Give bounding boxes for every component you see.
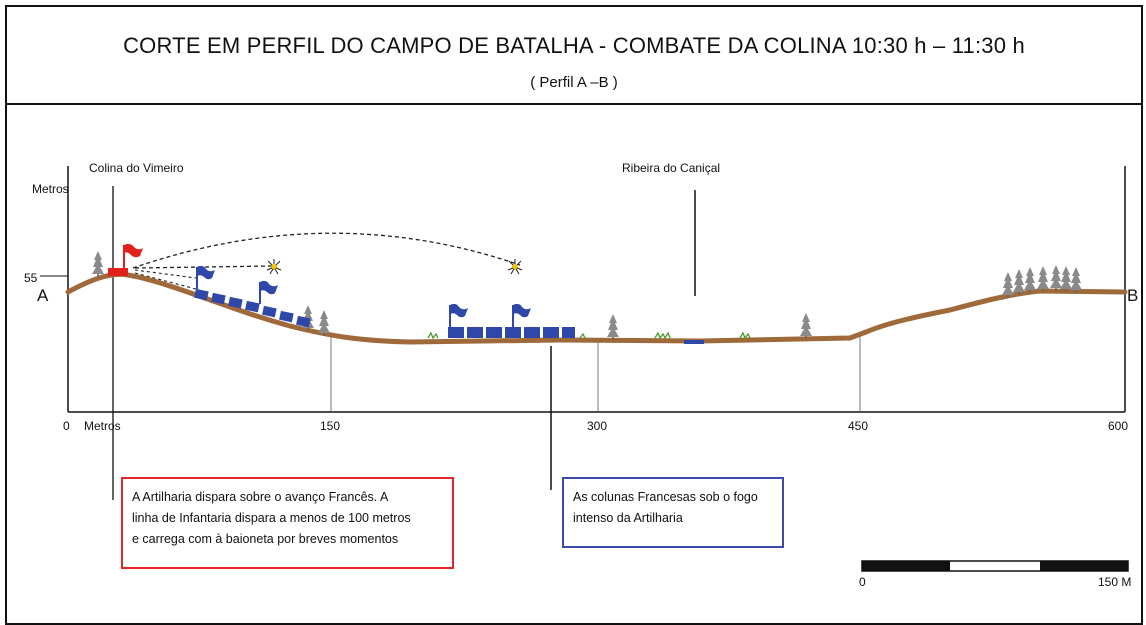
profile-end-a: A [37,286,49,305]
place-label-colina: Colina do Vimeiro [89,161,184,175]
artillery-note-line: e carrega com à baioneta por breves mome… [132,532,399,546]
french-columns-note-line: intenso da Artilharia [573,511,683,525]
artillery-note-line: A Artilharia dispara sobre o avanço Fran… [132,490,389,504]
french-flag-icon [259,279,279,305]
scale-bar [861,560,1129,572]
grass-tufts [427,331,751,340]
y-tick-label: 55 [24,271,38,285]
french-columns-note-line: As colunas Francesas sob o fogo [573,490,758,504]
x-tick-label-450: 450 [848,419,868,433]
place-label-ribeira: Ribeira do Caniçal [622,161,720,175]
scale-start-label: 0 [859,575,866,589]
french-flag-icon [449,302,469,328]
artillery-note-line: linha de Infantaria dispara a menos de 1… [132,511,411,525]
british-artillery-marker [108,268,128,276]
french-columns [448,327,575,338]
x-axis-label: Metros [84,419,121,433]
tree-icon [1050,265,1062,291]
tree-icon [92,251,104,277]
tree-icon [1060,266,1072,292]
french-flag-icon [196,264,216,290]
x-tick-label-150: 150 [320,419,340,433]
french-infantry-line [194,288,311,328]
artillery-trajectory-short [134,265,273,269]
tree-icon [1002,272,1014,298]
infantry-fire-line-1 [134,269,197,279]
terrain-profile [65,271,1128,345]
artillery-note: A Artilharia dispara sobre o avanço Fran… [121,477,454,569]
profile-diagram: Metros 55 A B 0 Metros 150 300 450 600 C… [24,161,1138,589]
shell-burst-far-icon [507,258,523,275]
infantry-fire-line-2 [134,272,197,290]
x-tick-label-600: 600 [1108,419,1128,433]
profile-end-b: B [1127,286,1138,305]
tree-icon [1070,267,1082,293]
scale-end-label: 150 M [1098,575,1131,589]
y-axis-label: Metros [32,182,69,196]
tree-icon [1037,266,1049,292]
french-columns-note: As colunas Francesas sob o fogo intenso … [562,477,784,548]
title-band: CORTE EM PERFIL DO CAMPO DE BATALHA - CO… [5,5,1143,105]
artillery-trajectory-long [132,232,521,269]
tree-icon [800,313,812,339]
french-flag-icon [512,302,532,328]
tree-icon [318,310,330,336]
x-tick-label-0: 0 [63,419,70,433]
tree-icon [1013,269,1025,295]
page-title: CORTE EM PERFIL DO CAMPO DE BATALHA - CO… [123,33,1025,58]
british-flag-icon [123,243,143,268]
page-subtitle: ( Perfil A –B ) [530,74,618,91]
x-tick-label-300: 300 [587,419,607,433]
tree-icon [1024,267,1036,293]
tree-icon [607,314,619,340]
